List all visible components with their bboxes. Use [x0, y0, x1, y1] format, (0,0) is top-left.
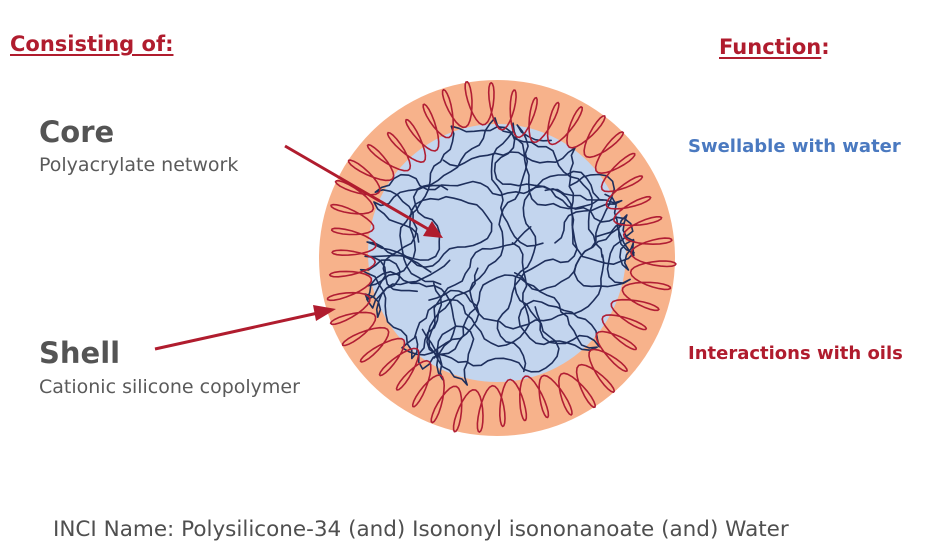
network-strand	[417, 222, 625, 370]
function-heading: Function:	[719, 35, 830, 59]
function-heading-label: Function	[719, 35, 822, 59]
network-strand	[399, 125, 604, 285]
core-sphere	[368, 124, 626, 382]
network-strand	[442, 147, 578, 373]
network-strand	[490, 122, 623, 247]
inci-name: INCI Name: Polysilicone-34 (and) Isonony…	[53, 517, 789, 542]
function-oils: Interactions with oils	[688, 343, 903, 364]
core-description: Polyacrylate network	[39, 154, 239, 176]
network-strand	[359, 259, 451, 360]
silicone-shell-coil	[326, 81, 677, 433]
network-strand	[374, 170, 600, 293]
function-heading-colon: :	[821, 35, 830, 59]
shell-arrow	[154, 305, 336, 351]
network-strand	[364, 184, 457, 359]
network-strand	[421, 226, 532, 386]
core-arrow	[284, 144, 443, 238]
shell-title: Shell	[39, 336, 121, 370]
shell-description: Cationic silicone copolymer	[39, 376, 300, 398]
network-strand	[426, 192, 560, 373]
polymer-network	[359, 117, 635, 386]
consisting-heading: Consisting of:	[10, 32, 174, 56]
network-strand	[373, 117, 603, 258]
network-strand	[401, 242, 531, 356]
network-strand	[366, 195, 493, 287]
network-strand	[513, 272, 600, 351]
core-title: Core	[39, 115, 115, 149]
network-strand	[544, 188, 635, 271]
function-swellable: Swellable with water	[688, 136, 901, 157]
